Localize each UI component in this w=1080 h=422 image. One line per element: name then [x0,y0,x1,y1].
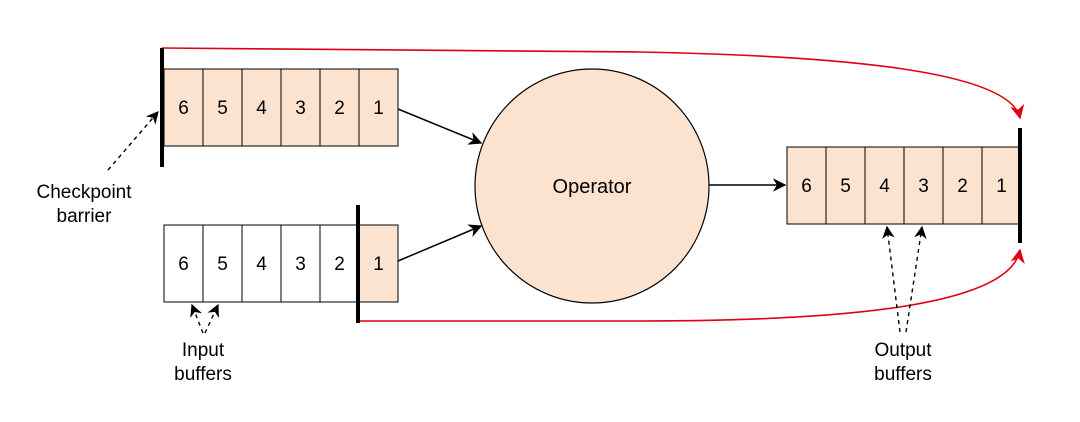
buffer-cell-label: 2 [334,254,345,275]
output-buffers-label-line1: Output [874,340,932,361]
buffer-cell [280,224,321,303]
output-buffer: 6 5 4 3 2 1 [786,146,1022,225]
buffer-cell-label: 4 [879,176,890,197]
buffer-cell-label: 5 [217,254,228,275]
buffer-cell [786,146,827,225]
top-input-to-operator-arrow [397,108,483,145]
input-buffers-label-line1: Input [182,340,225,361]
buffer-cell-label: 6 [178,254,189,275]
buffer-cell [358,224,399,303]
buffer-cell-label: 2 [334,98,345,119]
buffer-cell-label: 1 [373,254,384,275]
buffer-cell-label: 5 [217,98,228,119]
buffer-cell-label: 5 [840,176,851,197]
output-buffers-label-line2: buffers [874,364,932,385]
buffer-cell-label: 1 [996,176,1007,197]
operator-label: Operator [553,176,632,198]
buffer-cell-label: 4 [256,98,267,119]
buffer-cell [903,146,944,225]
bottom-input-buffer: 6 5 4 3 2 1 [163,224,399,303]
buffer-cell-label: 1 [373,98,384,119]
buffer-cell [163,224,204,303]
input-pointer-arrow-right [204,303,219,334]
checkpoint-label-line2: barrier [57,206,113,227]
checkpoint-pointer-arrow [107,111,159,171]
buffer-cell-label: 4 [256,254,267,275]
buffer-cell [825,146,866,225]
buffer-cell-label: 2 [957,176,968,197]
buffer-cell [942,146,983,225]
buffer-cell [202,224,243,303]
buffer-cell [202,68,243,147]
buffer-cell-label: 6 [178,98,189,119]
output-pointer-arrow-left [882,225,901,333]
output-pointer-arrow-right [905,225,927,333]
bottom-barrier-alignment-arrow [358,248,1025,322]
bottom-input-to-operator-arrow [397,224,483,262]
buffer-cell [981,146,1022,225]
top-input-buffer: 6 5 4 3 2 1 [163,68,399,147]
buffer-cell-label: 3 [918,176,929,197]
input-buffers-label-line2: buffers [174,364,232,385]
buffer-cell-label: 6 [801,176,812,197]
input-pointer-arrow-left [190,303,204,334]
top-barrier-alignment-arrow [161,47,1025,120]
buffer-cell [319,224,360,303]
buffer-cell-label: 3 [295,98,306,119]
buffer-cell-label: 3 [295,254,306,275]
buffer-cell [241,68,282,147]
buffer-cell [358,68,399,147]
operator-circle [474,68,710,304]
checkpoint-label-line1: Checkpoint [36,182,132,203]
buffer-cell [241,224,282,303]
buffer-cell [864,146,905,225]
